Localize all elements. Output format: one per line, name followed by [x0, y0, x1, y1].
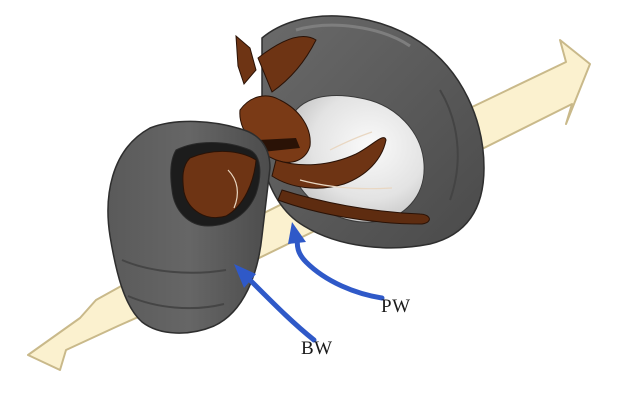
pw-label: PW [381, 296, 411, 318]
bw-pointer-arrow [234, 264, 314, 340]
left-valve-shell [108, 121, 270, 333]
bw-label: BW [301, 338, 333, 360]
